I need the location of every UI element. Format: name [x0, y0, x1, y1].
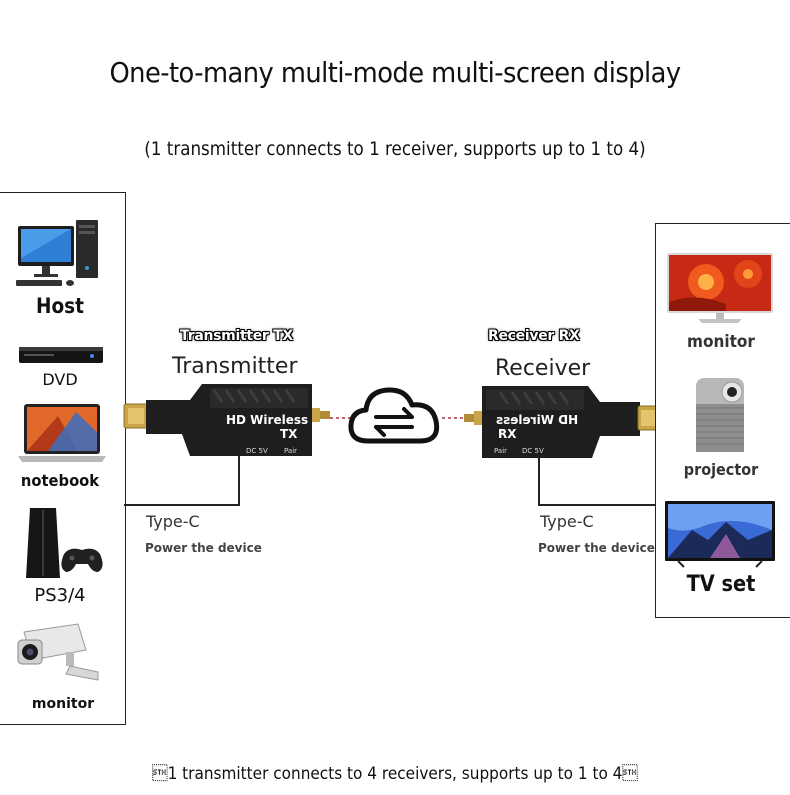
transmitter-label: Transmitter	[172, 354, 298, 379]
laptop-icon	[18, 402, 106, 464]
transmitter-tag: Transmitter TX	[180, 328, 293, 344]
dvd-player-icon	[18, 343, 104, 367]
page-subtitle: (1 transmitter connects to 1 receiver, s…	[47, 138, 742, 160]
display-label-monitor: monitor	[662, 332, 781, 352]
receiver-pair-label: Pair	[494, 447, 507, 455]
transmitter-device-subtext: TX	[280, 427, 297, 441]
security-camera-icon	[16, 622, 106, 682]
monitor-icon	[666, 252, 774, 324]
tv-icon	[664, 500, 776, 568]
source-label-ps: PS3/4	[0, 585, 120, 606]
transmitter-pair-label: Pair	[284, 447, 297, 455]
receiver-device-text: HD Wireless	[496, 413, 578, 427]
receiver-dc-port-label: DC 5V	[522, 447, 544, 455]
display-label-projector: projector	[662, 460, 781, 479]
source-label-notebook: notebook	[5, 471, 115, 490]
source-label-host: Host	[7, 294, 113, 318]
projector-icon	[692, 374, 748, 456]
game-console-icon	[26, 506, 104, 580]
source-label-monitor: monitor	[0, 696, 126, 712]
transmitter-power-label: Power the device	[145, 541, 262, 555]
display-label-tv: TV set	[663, 572, 779, 597]
page-title: One-to-many multi-mode multi-screen disp…	[32, 56, 759, 89]
desktop-computer-icon	[16, 218, 102, 288]
rx-power-wire-horizontal	[538, 504, 656, 506]
receiver-power-label: Power the device	[538, 541, 655, 555]
wireless-cloud-icon	[348, 385, 442, 447]
transmitter-device-text: HD Wireless	[226, 413, 308, 427]
receiver-typec-label: Type-C	[540, 512, 594, 531]
tx-power-wire-horizontal	[124, 504, 240, 506]
page-footer: 1 transmitter connects to 4 receivers, …	[40, 764, 751, 784]
receiver-device-subtext: RX	[498, 427, 517, 441]
receiver-label: Receiver	[495, 356, 590, 381]
source-label-dvd: DVD	[0, 370, 120, 389]
transmitter-dc-port-label: DC 5V	[246, 447, 268, 455]
receiver-tag: Receiver RX	[488, 328, 580, 344]
transmitter-typec-label: Type-C	[146, 512, 200, 531]
